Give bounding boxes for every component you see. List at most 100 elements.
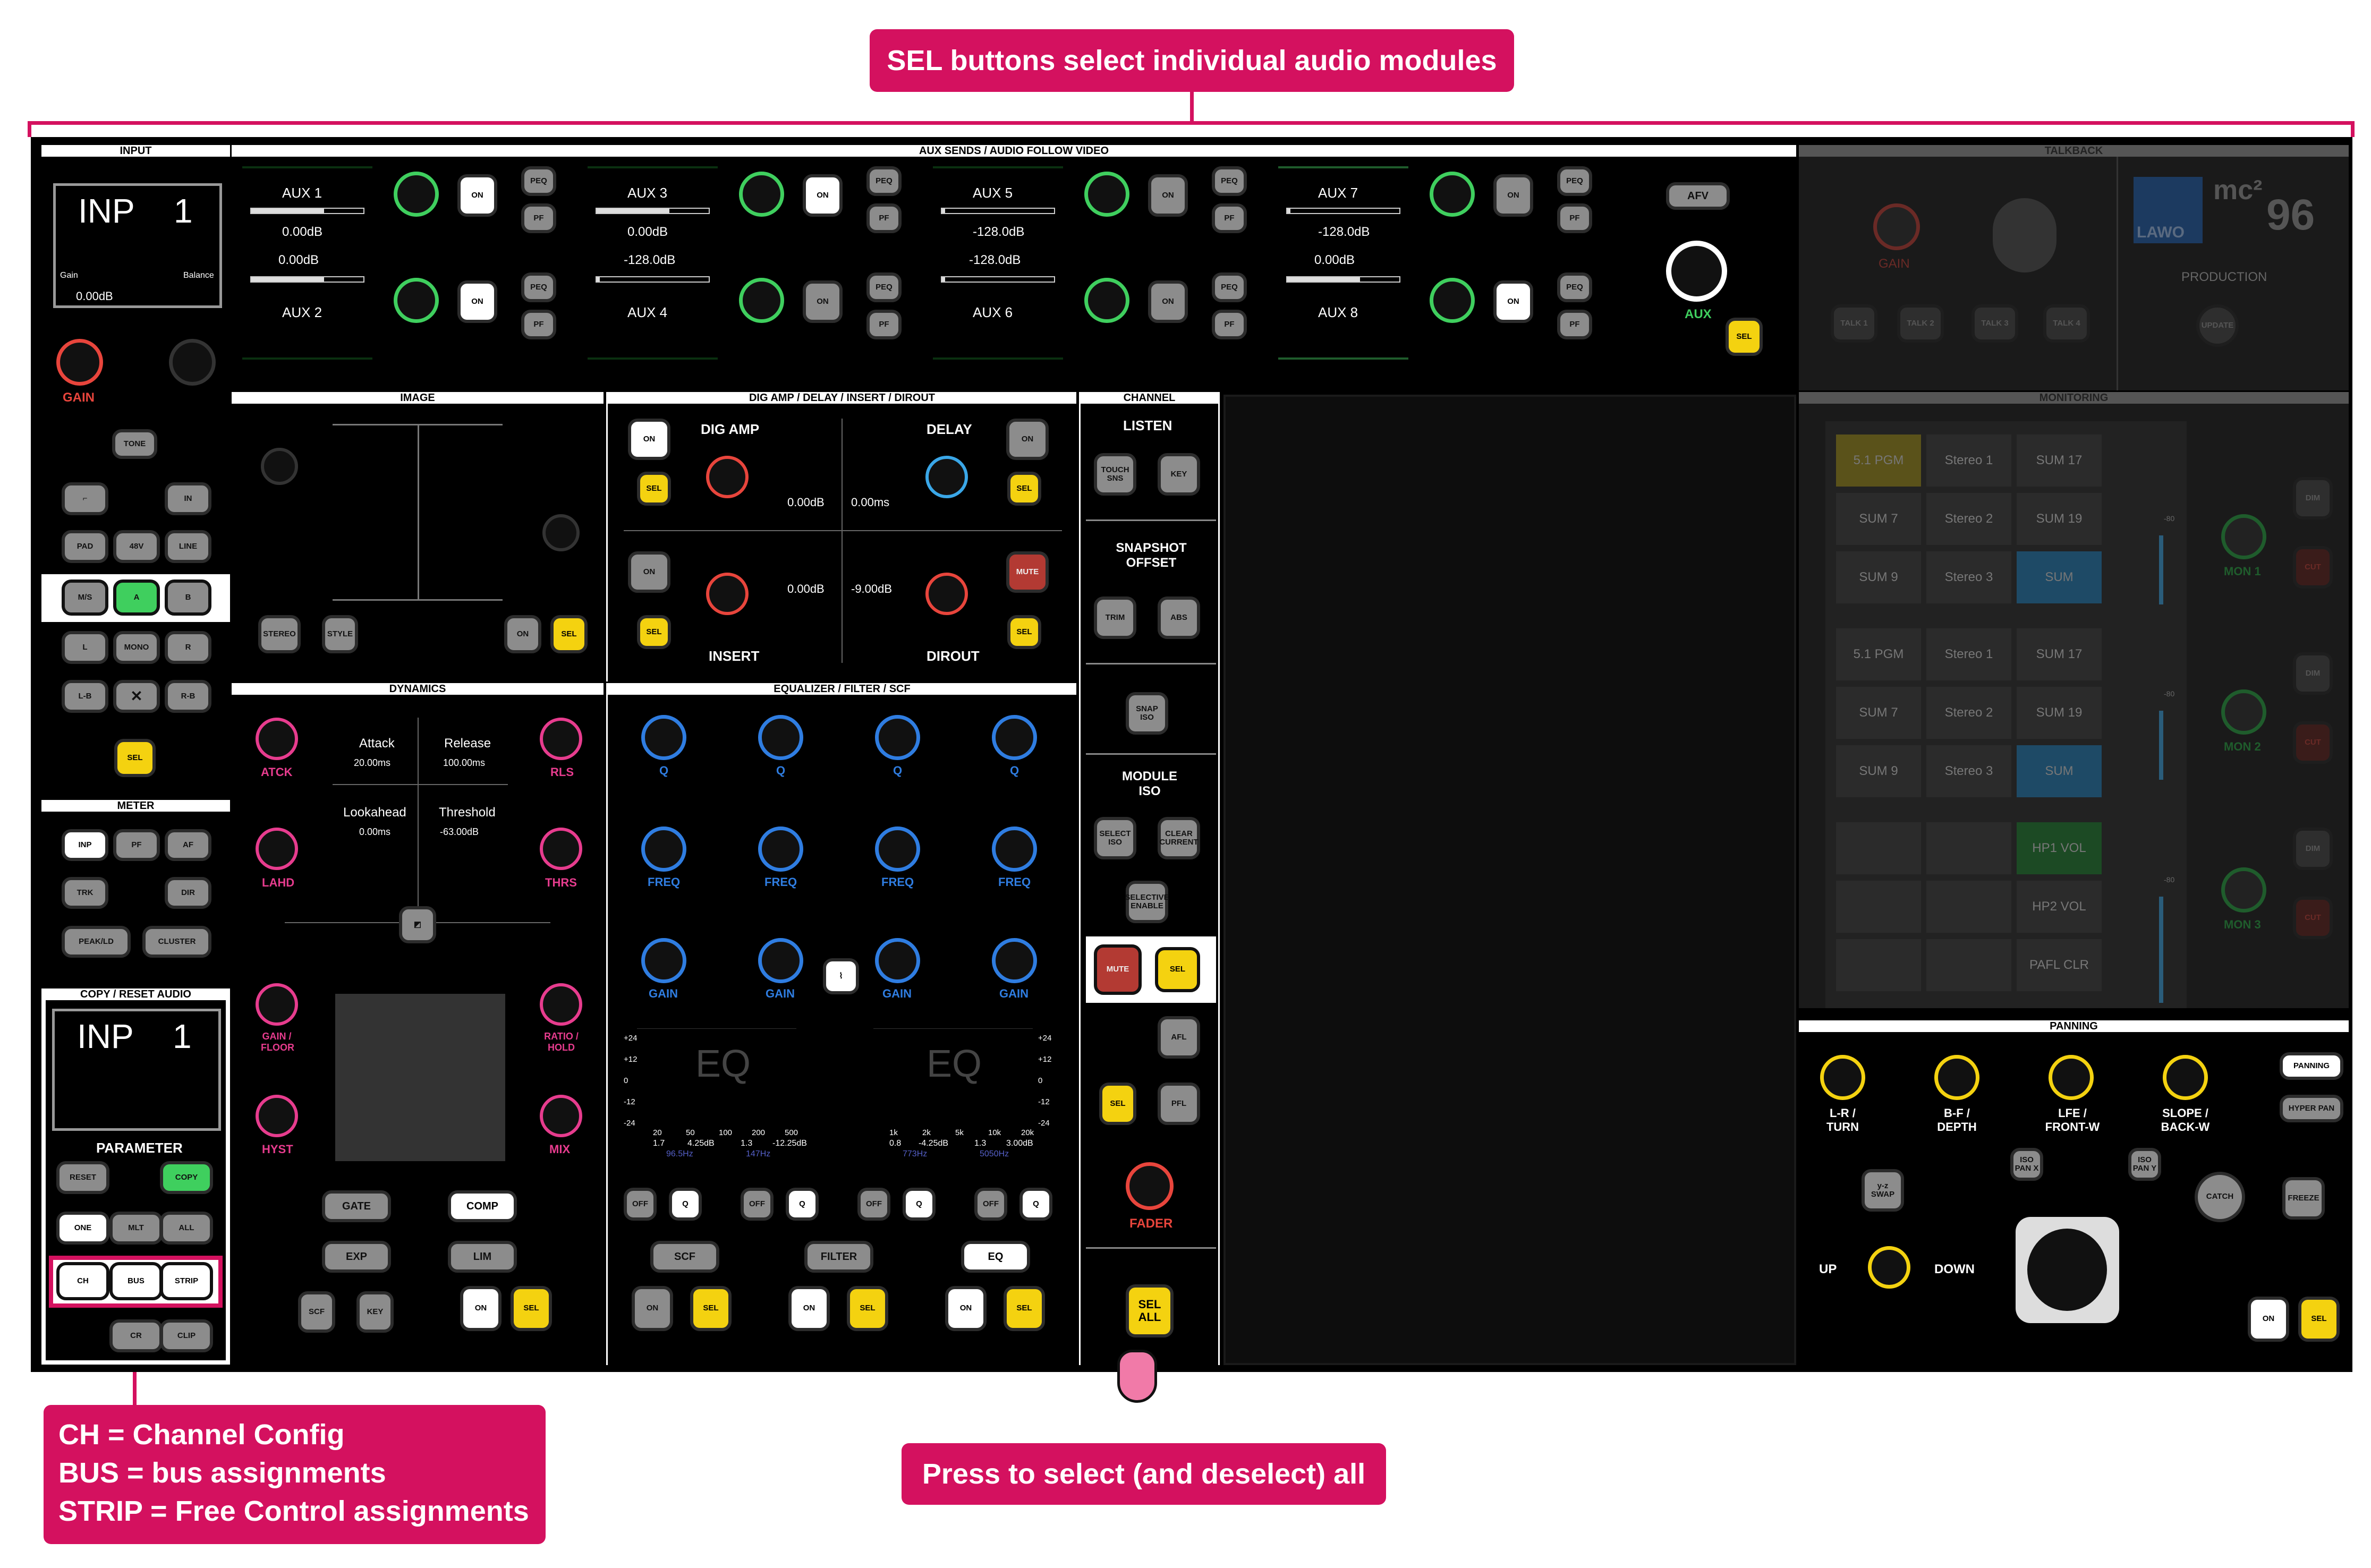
slope-knob[interactable]	[2163, 1055, 2208, 1100]
aux-send-top-peq-button[interactable]: PEQ	[866, 166, 902, 196]
dirout-sel-button[interactable]: SEL	[1007, 615, 1041, 649]
monitoring-cell[interactable]: SUM 9	[1836, 745, 1921, 797]
scf-sel-button[interactable]: SEL	[690, 1286, 732, 1331]
aux-master-knob[interactable]	[1666, 241, 1727, 302]
aux-send-bottom-pf-button[interactable]: PF	[1212, 310, 1247, 339]
afv-button[interactable]: AFV	[1666, 182, 1730, 210]
aux-send-top-knob[interactable]	[739, 172, 784, 217]
monitoring-cell[interactable]: SUM 7	[1836, 493, 1921, 545]
joystick[interactable]	[2016, 1217, 2119, 1323]
aux-send-top-knob[interactable]	[1430, 172, 1475, 217]
monitoring-cell[interactable]: Stereo 1	[1926, 434, 2011, 487]
dirout-knob[interactable]	[925, 573, 968, 615]
aux-send-bottom-on-button[interactable]: ON	[803, 280, 843, 323]
insert-on-button[interactable]: ON	[628, 551, 670, 593]
aux-send-bottom-peq-button[interactable]: PEQ	[866, 272, 902, 302]
monitoring-cell[interactable]: HP1 VOL	[2017, 822, 2102, 874]
l-button[interactable]: L	[62, 631, 108, 664]
monitoring-cell[interactable]: Stereo 2	[1926, 687, 2011, 739]
monitoring-cell[interactable]: Stereo 3	[1926, 745, 2011, 797]
aux-send-bottom-pf-button[interactable]: PF	[1557, 310, 1592, 339]
monitoring-cell[interactable]: PAFL CLR	[2017, 939, 2102, 991]
aux-send-bottom-pf-button[interactable]: PF	[866, 310, 902, 339]
aux-send-top-knob[interactable]	[394, 172, 439, 217]
eq-freq-knob[interactable]	[758, 826, 803, 872]
abs-button[interactable]: ABS	[1158, 596, 1200, 639]
lr-knob[interactable]	[1820, 1055, 1865, 1100]
eq-q-knob[interactable]	[758, 715, 803, 760]
monitoring-cell[interactable]	[1926, 939, 2011, 991]
aux-send-bottom-on-button[interactable]: ON	[1493, 280, 1533, 323]
meter-dir-button[interactable]: DIR	[165, 877, 211, 909]
aux-send-bottom-pf-button[interactable]: PF	[521, 310, 556, 339]
rb-button[interactable]: R-B	[165, 680, 211, 713]
pfl-button[interactable]: PFL	[1158, 1083, 1200, 1125]
aux-send-top-pf-button[interactable]: PF	[1557, 203, 1592, 233]
aux-send-top-on-button[interactable]: ON	[457, 174, 497, 217]
eq-q-button[interactable]: Q	[786, 1188, 819, 1221]
update-button[interactable]: UPDATE	[2196, 304, 2239, 347]
lahd-knob[interactable]	[256, 828, 298, 870]
talk3-button[interactable]: TALK 3	[1971, 304, 2018, 343]
image-on-button[interactable]: ON	[504, 615, 541, 653]
lb-button[interactable]: L-B	[62, 680, 108, 713]
thrs-knob[interactable]	[540, 828, 582, 870]
mon3-knob[interactable]	[2221, 867, 2266, 913]
eq-gain-knob[interactable]	[875, 938, 920, 983]
b-button[interactable]: B	[165, 580, 211, 616]
channel-sel-button[interactable]: SEL	[1155, 947, 1200, 992]
eq-q-button[interactable]: Q	[1019, 1188, 1052, 1221]
delay-on-button[interactable]: ON	[1006, 419, 1049, 460]
strip-button[interactable]: STRIP	[160, 1262, 213, 1300]
aux-send-bottom-peq-button[interactable]: PEQ	[1557, 272, 1592, 302]
ch-button[interactable]: CH	[56, 1262, 109, 1300]
monitoring-cell[interactable]	[1836, 881, 1921, 933]
panning-sel-button[interactable]: SEL	[2298, 1297, 2340, 1342]
filter-on-button[interactable]: ON	[788, 1286, 830, 1331]
filter-sel-button[interactable]: SEL	[847, 1286, 888, 1331]
aux-send-top-peq-button[interactable]: PEQ	[1212, 166, 1247, 196]
monitoring-cell[interactable]: SUM	[2017, 551, 2102, 603]
yz-swap-button[interactable]: y-z SWAP	[1862, 1169, 1904, 1212]
monitoring-cell[interactable]: 5.1 PGM	[1836, 434, 1921, 487]
monitoring-cell[interactable]: Stereo 1	[1926, 628, 2011, 680]
catch-button[interactable]: CATCH	[2195, 1172, 2245, 1222]
monitoring-cell[interactable]	[1836, 939, 1921, 991]
mon3-dim-button[interactable]: DIM	[2293, 828, 2333, 870]
mon2-knob[interactable]	[2221, 689, 2266, 735]
eq-q-knob[interactable]	[875, 715, 920, 760]
insert-sel-button[interactable]: SEL	[637, 615, 671, 649]
aux-send-bottom-fader[interactable]	[1286, 276, 1400, 283]
eq-q-knob[interactable]	[992, 715, 1037, 760]
delay-knob[interactable]	[925, 456, 968, 498]
lfe-knob[interactable]	[2049, 1055, 2094, 1100]
hpf-button[interactable]: ⌐	[62, 482, 108, 515]
select-iso-button[interactable]: SELECT ISO	[1094, 817, 1136, 859]
atck-knob[interactable]	[256, 718, 298, 760]
aux-send-bottom-knob[interactable]	[739, 278, 784, 323]
bf-knob[interactable]	[1934, 1055, 1979, 1100]
monitoring-cell[interactable]: 5.1 PGM	[1836, 628, 1921, 680]
monitoring-cell[interactable]: Stereo 2	[1926, 493, 2011, 545]
cr-button[interactable]: CR	[109, 1319, 163, 1352]
monitoring-cell[interactable]: SUM 17	[2017, 434, 2102, 487]
aux-send-top-fader[interactable]	[1286, 208, 1400, 214]
meter-peak-button[interactable]: PEAK/LD	[62, 926, 131, 958]
clear-current-button[interactable]: CLEAR CURRENT	[1158, 817, 1200, 859]
gainfloor-knob[interactable]	[256, 983, 298, 1026]
48v-button[interactable]: 48V	[113, 530, 160, 563]
panning-button[interactable]: PANNING	[2280, 1052, 2343, 1080]
balance-knob[interactable]	[169, 339, 216, 386]
rls-knob[interactable]	[540, 718, 582, 760]
aux-send-top-knob[interactable]	[1084, 172, 1129, 217]
digamp-on-button[interactable]: ON	[628, 419, 670, 460]
dynamics-key-button[interactable]: KEY	[356, 1291, 394, 1333]
aux-send-bottom-fader[interactable]	[941, 276, 1055, 283]
aux-send-bottom-peq-button[interactable]: PEQ	[1212, 272, 1247, 302]
mon1-cut-button[interactable]: CUT	[2293, 546, 2333, 589]
aux-send-bottom-knob[interactable]	[1430, 278, 1475, 323]
dynamics-on-button[interactable]: ON	[460, 1286, 502, 1331]
aux-send-bottom-peq-button[interactable]: PEQ	[521, 272, 556, 302]
eq-graph-button[interactable]: ⌇	[823, 958, 859, 994]
pad-button[interactable]: PAD	[62, 530, 108, 563]
